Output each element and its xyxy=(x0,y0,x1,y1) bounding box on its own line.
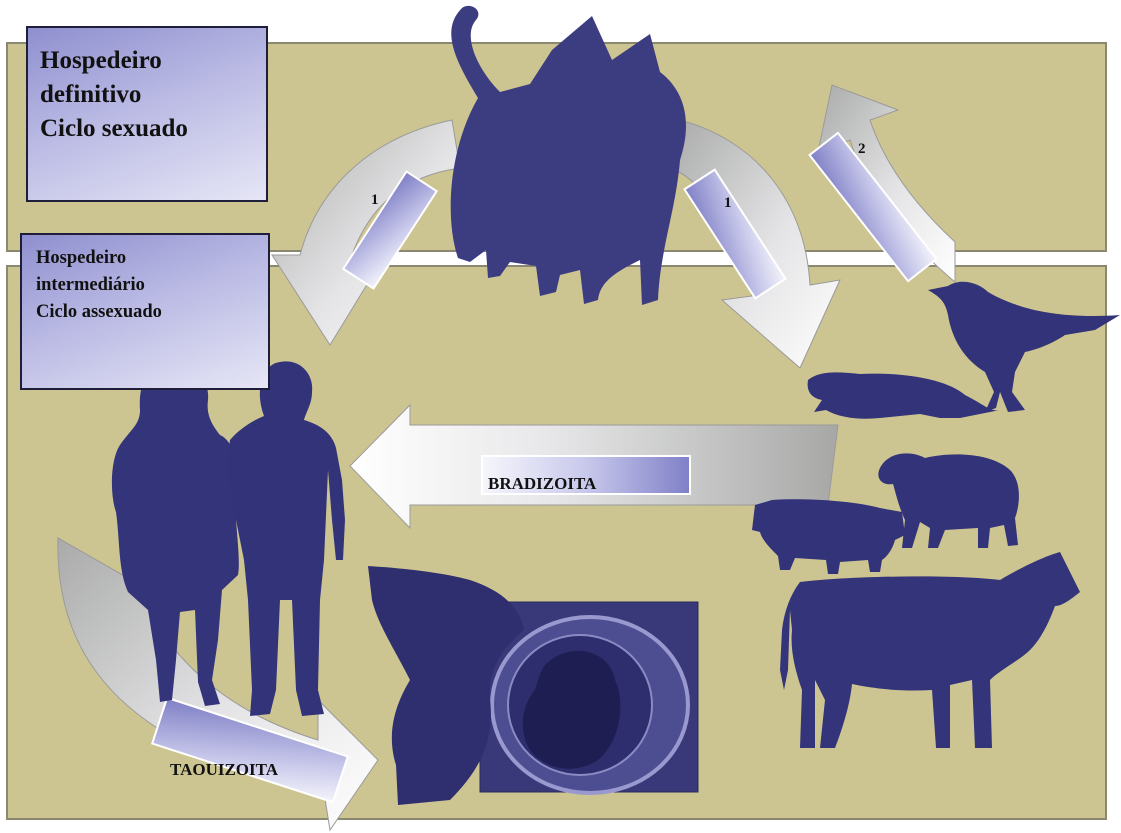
definitive-host-line-1: Hospedeiro xyxy=(40,44,254,78)
intermediate-host-label: Hospedeiro intermediário Ciclo assexuado xyxy=(20,233,270,390)
intermediate-host-line-1: Hospedeiro xyxy=(36,245,254,272)
pig-silhouette xyxy=(752,499,905,574)
tag-bradizoita: BRADIZOITA xyxy=(482,456,690,494)
man-silhouette xyxy=(226,361,345,716)
pregnancy-illustration xyxy=(368,566,698,805)
intermediate-host-line-2: intermediário xyxy=(36,272,254,299)
label-step-1-left: 1 xyxy=(371,192,379,208)
rat-silhouette xyxy=(808,372,1000,418)
cow-silhouette xyxy=(780,552,1080,748)
label-step-1-right: 1 xyxy=(724,195,732,211)
label-step-2: 2 xyxy=(858,141,866,157)
definitive-host-line-2: definitivo xyxy=(40,78,254,112)
definitive-host-line-3: Ciclo sexuado xyxy=(40,112,254,146)
label-bradizoita: BRADIZOITA xyxy=(488,474,597,493)
definitive-host-label: Hospedeiro definitivo Ciclo sexuado xyxy=(26,26,268,202)
cat-silhouette xyxy=(451,6,686,305)
intermediate-host-line-3: Ciclo assexuado xyxy=(36,299,254,326)
label-taouizoita: TAOUIZOITA xyxy=(170,760,279,779)
